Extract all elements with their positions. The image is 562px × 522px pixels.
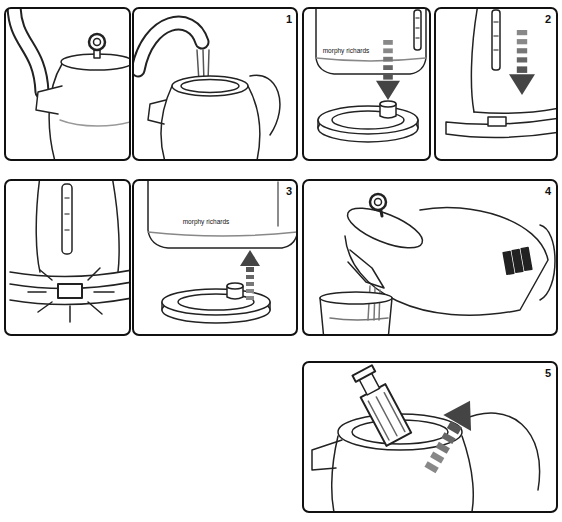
seated-on-base <box>446 8 557 138</box>
fill-via-lid <box>138 23 280 160</box>
step-number: 3 <box>286 186 292 197</box>
pour-water <box>320 194 555 335</box>
brand-name: morphy richards <box>323 48 370 55</box>
place-on-base <box>316 8 426 142</box>
brand-name: morphy richards <box>183 219 230 226</box>
panel-frames <box>5 8 557 512</box>
remove-filter <box>312 364 540 512</box>
switch-on <box>10 180 130 322</box>
step-number: 1 <box>286 14 292 25</box>
lift-off-base <box>148 180 297 323</box>
step-number: 4 <box>545 186 551 197</box>
step-number: 2 <box>545 14 551 25</box>
step-number: 5 <box>545 368 551 379</box>
fill-via-spout <box>14 8 130 160</box>
